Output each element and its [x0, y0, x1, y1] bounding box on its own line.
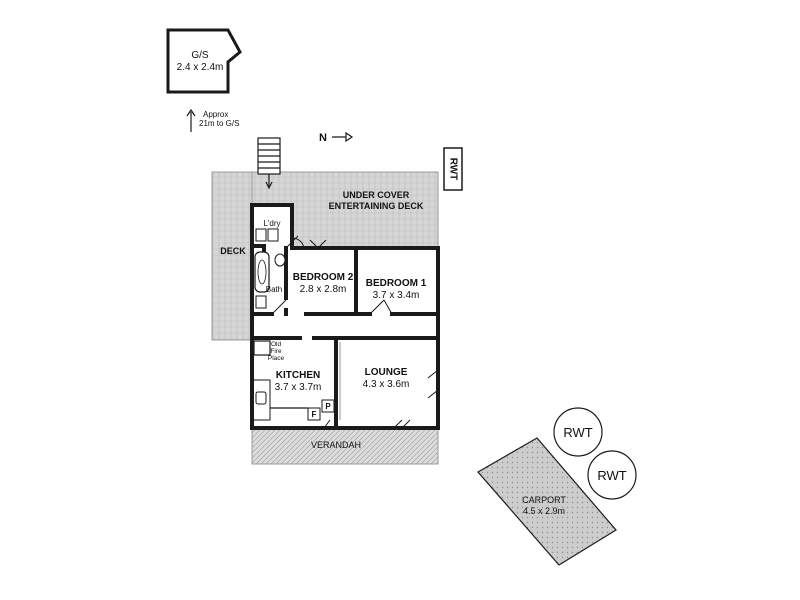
kitchen-fixtures: P F: [254, 342, 341, 421]
laundry-fixtures: L'dry: [255, 219, 281, 242]
under-cover-line2: ENTERTAINING DECK: [329, 201, 424, 211]
old-fireplace: Old Fire Place: [253, 340, 285, 362]
rwt2-label: RWT: [597, 468, 626, 483]
rwt-tank-2: RWT: [587, 450, 637, 500]
steps: [257, 137, 281, 190]
shed-name: G/S: [191, 50, 209, 61]
doors: [271, 235, 439, 429]
fireplace-line2: Fire: [270, 348, 282, 355]
pantry-label: P: [325, 402, 331, 411]
carport-name: CARPORT: [522, 495, 566, 505]
rwt1-label: RWT: [563, 425, 592, 440]
north-label: N: [319, 132, 327, 144]
laundry-label: L'dry: [263, 219, 280, 228]
verandah-label: VERANDAH: [311, 440, 361, 450]
approx-line2: 21m to G/S: [199, 119, 239, 128]
bedroom1-size: 3.7 x 3.4m: [373, 290, 420, 301]
garden-shed: G/S 2.4 x 2.4m: [166, 28, 242, 94]
approx-line1: Approx: [203, 110, 228, 119]
fireplace-line1: Old: [271, 341, 282, 348]
lounge-name: LOUNGE: [365, 367, 408, 378]
lounge-size: 4.3 x 3.6m: [363, 379, 410, 390]
bath-fixtures: Bath: [254, 251, 286, 309]
bedroom1-name: BEDROOM 1: [366, 278, 427, 289]
bedroom2-name: BEDROOM 2: [293, 272, 354, 283]
bedroom2-size: 2.8 x 2.8m: [300, 284, 347, 295]
rwt-box-label: RWT: [447, 158, 458, 181]
rwt-tank-1: RWT: [553, 407, 603, 457]
approx-distance: Approx 21m to G/S: [186, 108, 239, 132]
under-cover-line1: UNDER COVER: [343, 190, 410, 200]
fireplace-line3: Place: [268, 355, 285, 362]
carport-size: 4.5 x 2.9m: [523, 506, 565, 516]
carport: CARPORT 4.5 x 2.9m: [477, 437, 617, 566]
exterior-wall: [250, 203, 440, 430]
bath-label: Bath: [266, 285, 282, 294]
deck-area: [211, 171, 439, 341]
rwt-box: RWT: [443, 147, 463, 191]
verandah: VERANDAH: [251, 427, 439, 465]
deck-label: DECK: [220, 246, 246, 256]
north-arrow: N: [319, 131, 354, 144]
kitchen-name: KITCHEN: [276, 370, 320, 381]
fridge-label: F: [312, 410, 317, 419]
shed-size: 2.4 x 2.4m: [177, 62, 224, 73]
kitchen-size: 3.7 x 3.7m: [275, 382, 322, 393]
